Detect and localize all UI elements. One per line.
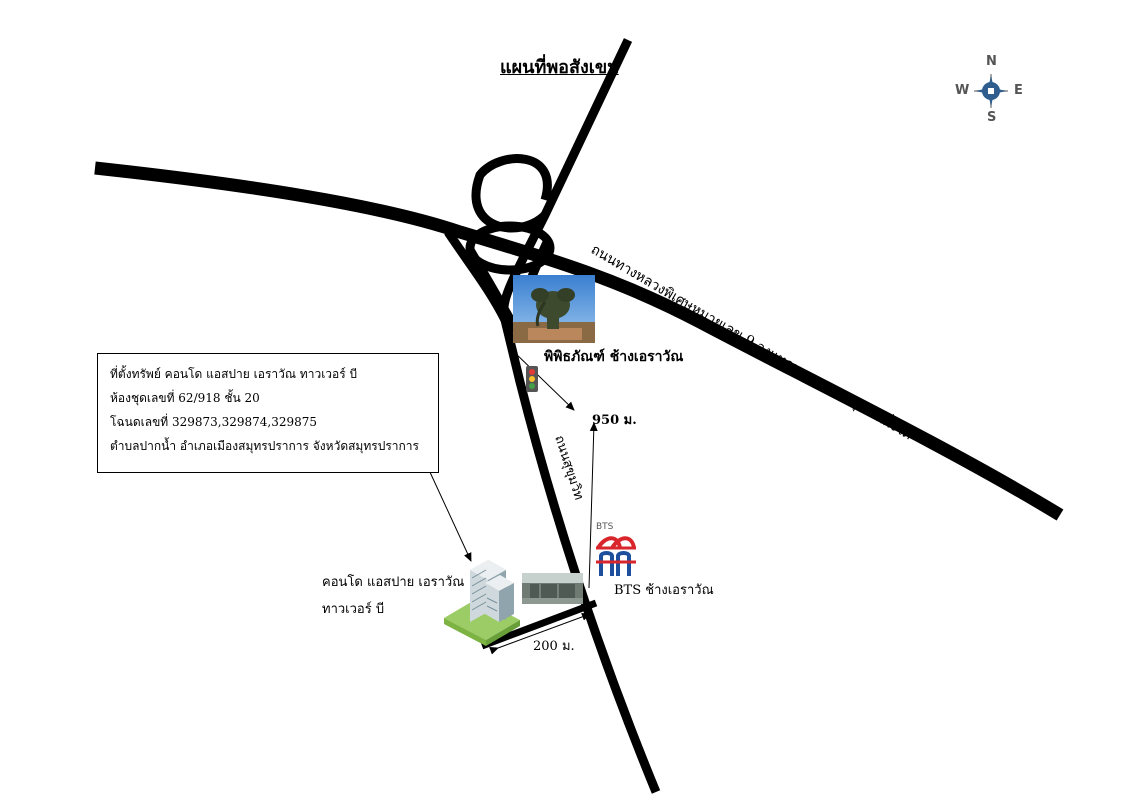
info-line-address: ตำบลปากน้ำ อำเภอเมืองสมุทรปราการ จังหวัด… [110,439,419,453]
dimension-200m [489,613,591,655]
compass-icon [974,74,1008,108]
museum-label: พิพิธภัณฑ์ ช้างเอราวัณ [544,349,684,365]
compass-south-label: S [987,110,997,125]
property-info-box: ที่ตั้งทรัพย์ คอนโด แอสปาย เอราวัณ ทาวเว… [97,353,439,473]
condo-label-line1: คอนโด แอสปาย เอราวัณ [322,575,465,590]
map-title: แผนที่พอสังเขป [500,57,619,78]
info-line-deed: โฉนดเลขที่ 329873,329874,329875 [110,415,318,429]
sukhumvit-road-label: ถนนสุขุมวิท [551,434,586,502]
museum-photo [513,275,595,343]
arrow-to-bts-distance [588,422,598,589]
bts-logo-text: BTS [596,522,614,532]
compass-west-label: W [955,83,970,98]
compass-east-label: E [1014,83,1023,98]
distance-200m-label: 200 ม. [533,639,575,654]
ring-road-label: ถนนทางหลวงพิเศษหมายเลข 9 วงแหวนรอบนอกกรุ… [588,240,916,443]
condo-photo [522,573,583,604]
info-line-location: ที่ตั้งทรัพย์ คอนโด แอสปาย เอราวัณ ทาวเว… [110,367,358,381]
bts-logo-icon [596,536,636,576]
arrow-to-museum [511,349,575,411]
distance-950m-label: 950 ม. [592,413,637,428]
compass-north-label: N [986,54,997,69]
condo-label-line2: ทาวเวอร์ บี [322,602,385,617]
bts-station-label: BTS ช้างเอราวัณ [614,583,714,598]
arrow-info-to-condo [428,469,472,562]
condo-building-icon [444,560,520,646]
ring-road [94,161,1064,521]
info-line-unit: ห้องชุดเลขที่ 62/918 ชั้น 20 [110,391,260,405]
traffic-light-icon [526,366,538,392]
